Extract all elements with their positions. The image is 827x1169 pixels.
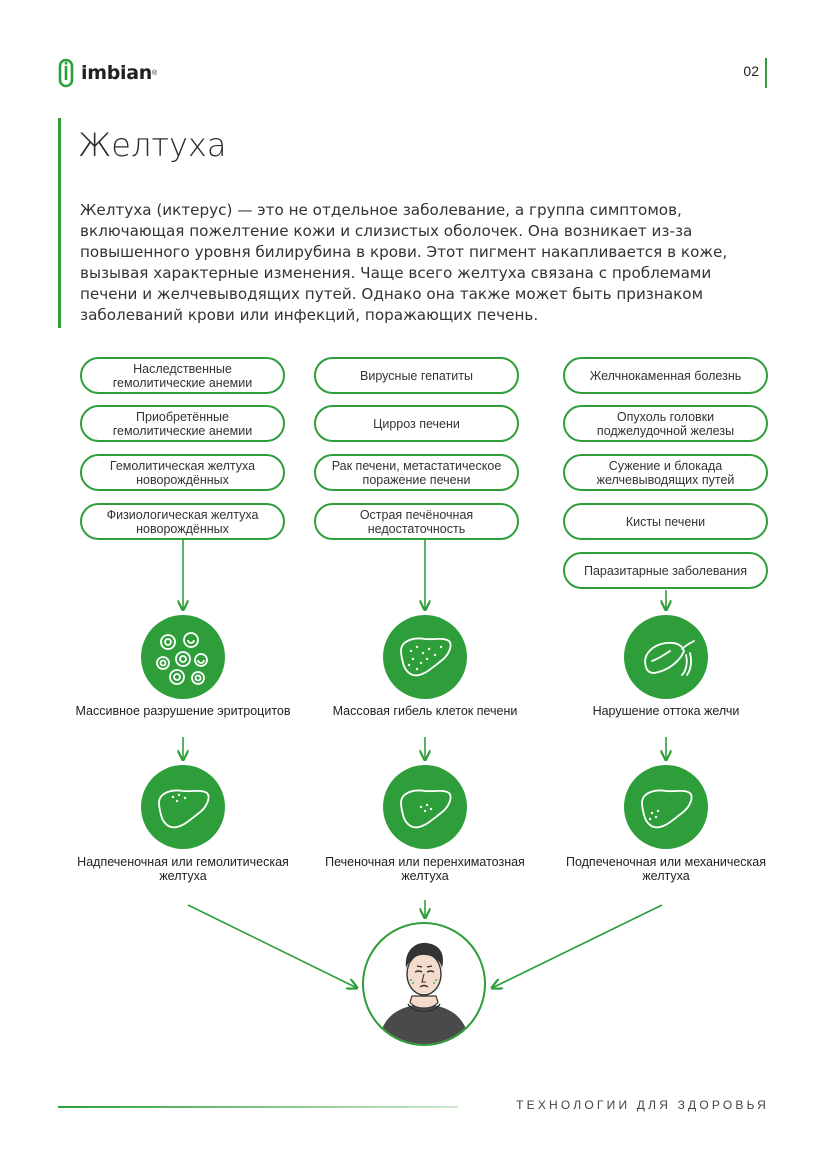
liver-icon (383, 765, 467, 849)
cause-item: Желчнокаменная болезнь (563, 357, 768, 394)
cause-item: Опухоль головки поджелудочной железы (563, 405, 768, 442)
damaged-liver-icon (383, 615, 467, 699)
jaundice-type-caption: Надпеченочная или гемолитическая желтуха (77, 855, 289, 883)
cause-item: Кисты печени (563, 503, 768, 540)
red-blood-cells-icon (141, 615, 225, 699)
page-number: 02 (743, 63, 759, 79)
liver-icon (141, 765, 225, 849)
intro-paragraph: Желтуха (иктерус) — это не отдельное заб… (80, 201, 728, 324)
brand-logo: imbian® (58, 58, 157, 88)
patient-illustration (362, 922, 486, 1046)
imbian-logo-icon (58, 58, 74, 88)
cause-item: Физиологическая желтуха новорождённых (80, 503, 285, 540)
footer-tagline: ТЕХНОЛОГИИ ДЛЯ ЗДОРОВЬЯ (516, 1098, 769, 1112)
jaundice-type-caption: Печеночная или перенхиматозная желтуха (325, 855, 525, 883)
liver-icon (624, 765, 708, 849)
cause-item: Паразитарные заболевания (563, 552, 768, 589)
footer-divider (58, 1106, 458, 1108)
mechanism-caption: Массовая гибель клеток печени (332, 704, 518, 718)
gallbladder-icon (624, 615, 708, 699)
page-number-bar (765, 58, 767, 88)
cause-item: Приобретённые гемолитические анемии (80, 405, 285, 442)
cause-item: Вирусные гепатиты (314, 357, 519, 394)
cause-item: Цирроз печени (314, 405, 519, 442)
cause-item: Рак печени, метастатическое поражение пе… (314, 454, 519, 491)
brand-registered-mark: ® (151, 69, 158, 77)
brand-name: imbian (81, 62, 152, 84)
cause-item: Острая печёночная недостаточность (314, 503, 519, 540)
jaundice-type-caption: Подпеченочная или механическая желтуха (565, 855, 767, 883)
cause-item: Сужение и блокада желчевыводящих путей (563, 454, 768, 491)
mechanism-caption: Массивное разрушение эритроцитов (75, 704, 291, 718)
page-title: Желтуха (78, 126, 227, 164)
mechanism-caption: Нарушение оттока желчи (592, 704, 740, 718)
cause-item: Гемолитическая желтуха новорождённых (80, 454, 285, 491)
cause-item: Наследственные гемолитические анемии (80, 357, 285, 394)
title-accent-bar (58, 118, 61, 328)
